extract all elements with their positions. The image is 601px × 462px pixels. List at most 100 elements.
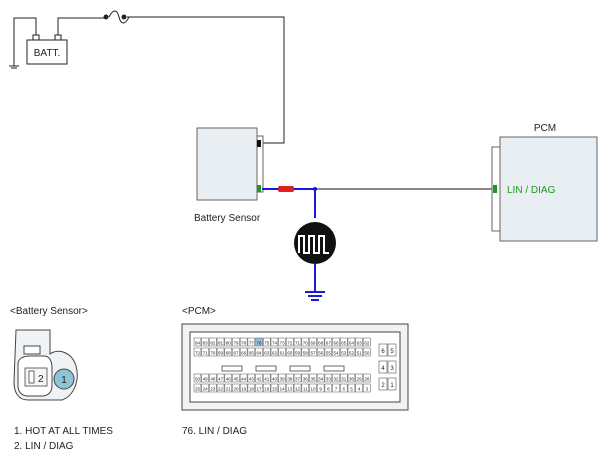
pcm-pin-cell [201,337,209,347]
battery-sensor-connector-face: 2 1 [13,329,78,401]
pcm-pin-number: 68 [226,351,232,356]
pcm-pin-number: 38 [287,377,293,382]
pcm-pin-cell [316,383,325,393]
data-signal-symbol [294,222,336,264]
pcm-pin-cell [286,347,294,357]
battery-label: BATT. [34,48,60,59]
battery-ground [9,17,37,69]
pcm-pin-number: 74 [272,341,278,346]
pcm-pin-number: 29 [357,377,363,382]
pcm-pin-cell [309,347,317,357]
pcm-pin-number: 21 [226,387,232,392]
pcm-pin-cell [270,337,279,347]
pcm-pin-cell [263,373,271,383]
pcm-connector-heading: <PCM> [182,306,216,317]
pcm-pin-cell [293,383,302,393]
pcm-pin-number: 3 [366,387,369,392]
pcm-pin-number: 82 [210,341,216,346]
pcm-pin-cell [193,337,202,347]
pcm-pin-number: 16 [264,387,270,392]
pcm-pin-number: 7 [335,387,338,392]
pcm-pin-cell [247,373,256,383]
pcm-pin-number: 71 [203,351,209,356]
pcm-pin-cell [193,347,202,357]
pcm-pin-number: 48 [210,377,216,382]
pcm-pin-cell [347,373,356,383]
pcm-pin-cell [224,373,232,383]
pcm-pin-cell [363,347,371,357]
pcm-pin-number: 68 [318,341,324,346]
pcm-pin-label: LIN / DIAG [507,185,556,196]
pcm-pin-cell [324,347,333,357]
pcm-pin-number: 66 [334,341,340,346]
pcm-pin-number: 69 [310,341,316,346]
pcm-pin-cell [340,383,348,393]
pcm-side-pin-cell [387,343,397,357]
pcm-pin-number: 23 [210,387,216,392]
pcm-pin-cell [224,383,232,393]
pcm-pin-cell [324,383,333,393]
pcm-pin-number: 32 [334,377,340,382]
pcm-pin-cell [355,373,363,383]
pcm-pin-number: 63 [264,351,270,356]
pcm-pin-number: 70 [303,341,309,346]
pcm-pin-number: 14 [280,387,286,392]
pcm-pin-cell [247,337,256,347]
battery-sensor-label: Battery Sensor [194,213,261,224]
pcm-pin-cell [324,373,333,383]
pcm-pin-number: 58 [303,351,309,356]
pcm-pin-number: 75 [264,341,270,346]
pcm-pin-cell [216,337,225,347]
pcm-pin-cell [239,383,248,393]
pcm-pin-number: 64 [257,351,263,356]
pcm-pin-number: 33 [326,377,332,382]
pcm-pin-number: 80 [226,341,232,346]
pcm-pin-number: 28 [364,377,370,382]
pcm-pin-number: 59 [295,351,301,356]
pcm-pin-number: 41 [264,377,270,382]
pcm-pin-cell [201,373,209,383]
pcm-pin-number: 84 [195,341,201,346]
pcm-pin-number: 72 [287,341,293,346]
pcm-pin-cell [286,337,294,347]
battery-sensor-box [196,127,264,201]
pcm-pin-number: 64 [349,341,355,346]
pcm-pin-cell [255,337,263,347]
battery-sensor-legend-1: 1. HOT AT ALL TIMES [14,426,113,437]
pcm-pin-cell [239,347,248,357]
pcm-pin-number: 22 [218,387,224,392]
pcm-pin-number: 11 [303,387,308,392]
pcm-pin-number: 53 [341,351,347,356]
pcm-pin-number: 30 [349,377,355,382]
pcm-pin-number: 43 [249,377,255,382]
pcm-pin-number: 57 [310,351,316,356]
pcm-side-pin-cell [378,377,388,391]
pcm-pin-cell [347,383,356,393]
pcm-pin-cell [232,347,240,357]
pcm-pin-cell [316,337,325,347]
pcm-pin-cell [278,383,286,393]
pcm-legend-1: 76. LIN / DIAG [182,426,247,437]
pcm-pin-number: 52 [349,351,355,356]
pcm-pin-number: 24 [203,387,209,392]
pcm-pin-cell [316,373,325,383]
pcm-pin-number: 77 [249,341,255,346]
pcm-title: PCM [534,123,556,134]
pcm-pin-cell [255,373,263,383]
pcm-pin-cell [278,373,286,383]
pcm-pin-number: 18 [249,387,255,392]
pcm-pin-cell [216,347,225,357]
pcm-pin-cell [293,373,302,383]
pcm-pin-cell [239,337,248,347]
pcm-pin-cell [232,373,240,383]
battery-positive-wire [57,10,285,144]
pcm-pin-number: 20 [233,387,239,392]
pcm-pin-cell [363,337,371,347]
pcm-pin-number: 69 [218,351,224,356]
pcm-pin-cell [301,347,309,357]
pcm-pin-number: 17 [257,387,263,392]
pcm-pin-number: 63 [357,341,363,346]
pcm-pin-cell [278,347,286,357]
